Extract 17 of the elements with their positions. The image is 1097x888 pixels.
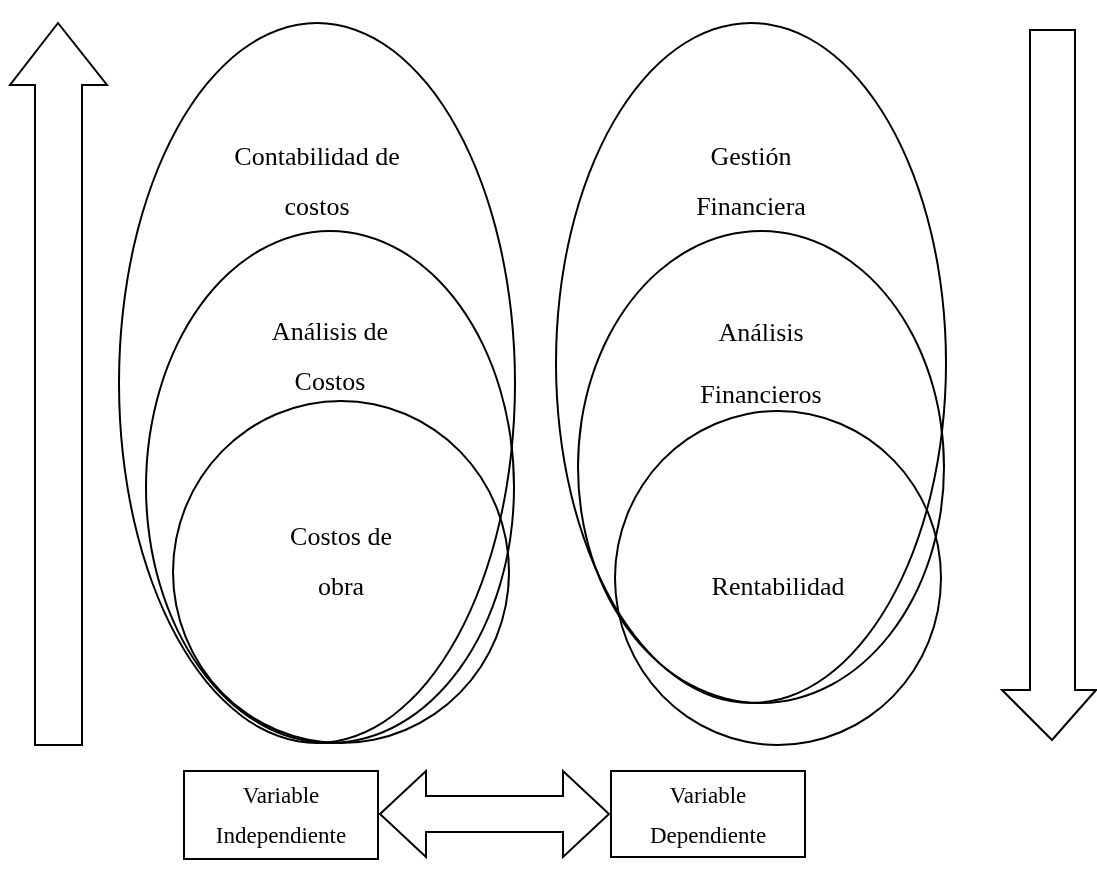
node-label: Rentabilidad <box>710 571 846 603</box>
text-box <box>183 770 379 860</box>
oval <box>172 400 510 744</box>
double-arrow <box>378 768 611 860</box>
node-label: Análisis de Costos <box>270 316 390 398</box>
oval <box>118 22 516 744</box>
node-label: Variable Independiente <box>214 782 348 850</box>
node-label: Contabilidad de costos <box>233 141 401 223</box>
oval <box>614 410 942 746</box>
node-label: Variable Dependiente <box>648 782 768 850</box>
oval <box>145 230 515 744</box>
text-box <box>610 770 806 858</box>
node-label: Análisis Financieros <box>699 317 823 411</box>
node-label: Gestión Financiera <box>695 141 807 223</box>
node-label: Costos de obra <box>289 521 393 603</box>
oval <box>555 22 947 704</box>
oval <box>577 230 945 704</box>
